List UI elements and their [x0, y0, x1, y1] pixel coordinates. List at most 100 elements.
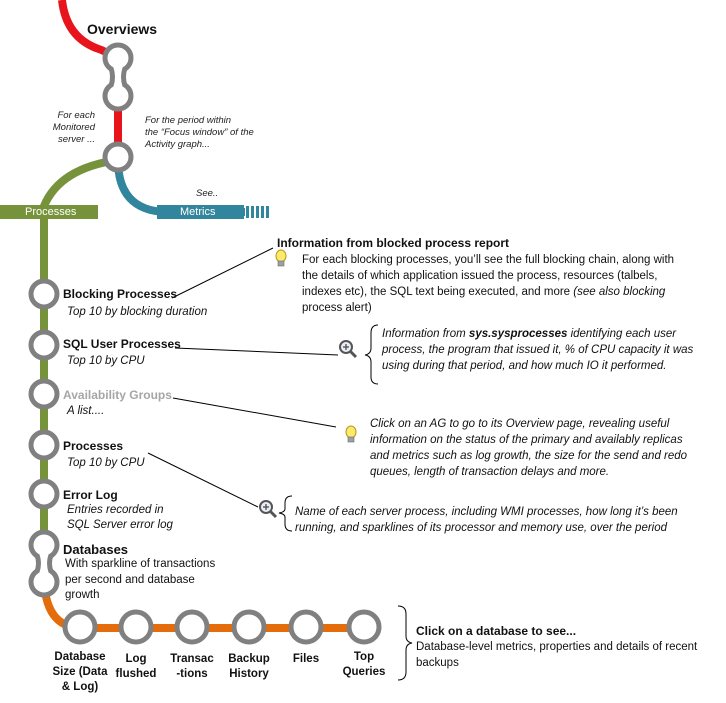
callout-line: For each blocking processes, you’ll see … — [302, 254, 675, 266]
database-callout-text: Database-level metrics, properties and d… — [416, 639, 697, 671]
station-backup-history[interactable] — [231, 609, 267, 645]
label-line: Queries — [342, 666, 386, 678]
label-line: & Log) — [61, 681, 99, 693]
connector-lines — [147, 247, 339, 508]
callout-line: running, and sparklines of its processor… — [295, 522, 668, 534]
callout-line: process alert) — [302, 302, 372, 314]
station-blocking[interactable] — [28, 278, 60, 310]
magnifier-icon — [339, 340, 358, 359]
callout-line: using during that period, and how much I… — [382, 360, 667, 372]
callout-line: indexes etc), the SQL text being execute… — [302, 284, 674, 300]
focus-note: For the period within the “Focus window”… — [145, 115, 254, 151]
callout-line: Information from sys.sysprocesses identi… — [382, 326, 693, 342]
station-errorlog[interactable] — [28, 478, 60, 510]
label-line: Size (Data — [52, 666, 108, 678]
station-transactions[interactable] — [174, 609, 210, 645]
label-line: flushed — [115, 668, 157, 680]
database-callout-title: Click on a database to see... — [416, 624, 577, 638]
bottom-label-files[interactable]: Files — [286, 652, 326, 667]
callout-text: Information from — [382, 328, 469, 340]
station-db-size[interactable] — [62, 609, 98, 645]
label-line: History — [229, 668, 269, 680]
station-log-flushed[interactable] — [118, 609, 154, 645]
station-links — [39, 66, 123, 574]
sql-user-processes-sub: Top 10 by CPU — [67, 355, 145, 367]
sub-line: SQL Server error log — [67, 519, 173, 531]
server-process-text: Name of each server process, including W… — [295, 504, 678, 536]
callout-text: indexes etc), the SQL text being execute… — [302, 286, 574, 298]
callout-line: Name of each server process, including W… — [295, 506, 678, 518]
metrics-bar[interactable] — [157, 205, 244, 219]
callout-line: process, the program that issued it, % o… — [382, 344, 694, 356]
error-log-sub: Entries recorded in SQL Server error log — [67, 503, 173, 533]
sub-line: growth — [65, 589, 100, 601]
callout-line: and metrics such as log growth, the size… — [370, 450, 688, 462]
page-title: Overviews — [87, 21, 158, 37]
connector-tail — [246, 206, 269, 218]
callout-text: identifying each user — [567, 328, 677, 340]
brace-sysprocesses — [364, 324, 379, 385]
callout-line: information on the status of the primary… — [370, 434, 683, 446]
station-processes[interactable] — [28, 429, 60, 461]
processes-branch-label: Processes — [25, 206, 77, 218]
station-sql-user[interactable] — [28, 329, 60, 361]
magnifier-icon — [259, 500, 278, 519]
brace-server-process — [278, 495, 293, 532]
label-line: Files — [292, 653, 320, 665]
sql-user-processes-label[interactable]: SQL User Processes — [63, 337, 181, 351]
stations — [28, 42, 382, 645]
label-line: Top — [353, 651, 375, 663]
note-line: Monitored — [52, 122, 95, 133]
blocking-processes-label[interactable]: Blocking Processes — [63, 287, 178, 301]
blocked-report-text: For each blocking processes, you’ll see … — [302, 252, 674, 316]
bottom-label-top-queries[interactable]: Top Queries — [337, 650, 391, 680]
station-ag[interactable] — [28, 378, 60, 410]
sub-line: per second and database — [65, 573, 195, 586]
lightbulb-icon — [345, 425, 357, 443]
sysprocesses-text: Information from sys.sysprocesses identi… — [382, 326, 693, 374]
bottom-label-transactions[interactable]: Transac -tions — [167, 652, 217, 682]
blocking-processes-sub: Top 10 by blocking duration — [67, 306, 208, 318]
note-line: Activity graph... — [145, 139, 210, 150]
brace-database — [397, 605, 413, 681]
label-line: Backup — [228, 653, 270, 665]
callout-line: Database-level metrics, properties and d… — [416, 641, 698, 653]
callout-line: queues, length of transaction delays and… — [370, 466, 610, 478]
note-line: For the period within — [145, 115, 232, 126]
bottom-label-log-flushed[interactable]: Log flushed — [111, 652, 161, 682]
callout-line: Click on an AG to go to its Overview pag… — [370, 418, 670, 430]
processes-bar[interactable] — [0, 205, 98, 219]
station-files[interactable] — [288, 609, 324, 645]
table-name: sys.sysprocesses — [468, 328, 568, 340]
processes-label[interactable]: Processes — [63, 439, 124, 453]
databases-label[interactable]: Databases — [63, 542, 129, 557]
blocked-report-title: Information from blocked process report — [277, 236, 510, 250]
availability-groups-sub: A list.... — [67, 405, 105, 417]
bottom-label-backup-history[interactable]: Backup History — [222, 652, 276, 682]
callout-line: the details of which application issued … — [302, 270, 658, 282]
see-also-text: (see also blocking — [573, 286, 666, 298]
note-line: server ... — [58, 134, 95, 145]
teal-line — [114, 159, 245, 216]
label-line: Transac — [170, 653, 214, 665]
metrics-branch-label: Metrics — [180, 206, 216, 218]
bottom-label-db-size[interactable]: Database Size (Data & Log) — [50, 650, 110, 695]
label-line: Log — [125, 653, 147, 665]
processes-sub: Top 10 by CPU — [67, 457, 145, 469]
label-line: -tions — [176, 668, 208, 680]
station-top-queries[interactable] — [346, 609, 382, 645]
per-server-note: For each Monitored server ... — [49, 110, 95, 146]
see-note: See.. — [196, 188, 219, 199]
callout-line: backups — [416, 657, 459, 669]
note-line: For each — [57, 110, 96, 121]
note-line: the “Focus window” of the — [145, 127, 254, 138]
lightbulb-icon — [275, 249, 287, 267]
databases-sub: With sparkline of transactions per secon… — [65, 557, 215, 604]
station-hub[interactable] — [102, 141, 134, 173]
availability-groups-label[interactable]: Availability Groups — [63, 388, 172, 402]
label-line: Database — [54, 651, 106, 663]
error-log-label[interactable]: Error Log — [63, 488, 118, 502]
station-link-outlines — [34, 67, 128, 573]
sub-line: Entries recorded in — [67, 504, 164, 516]
